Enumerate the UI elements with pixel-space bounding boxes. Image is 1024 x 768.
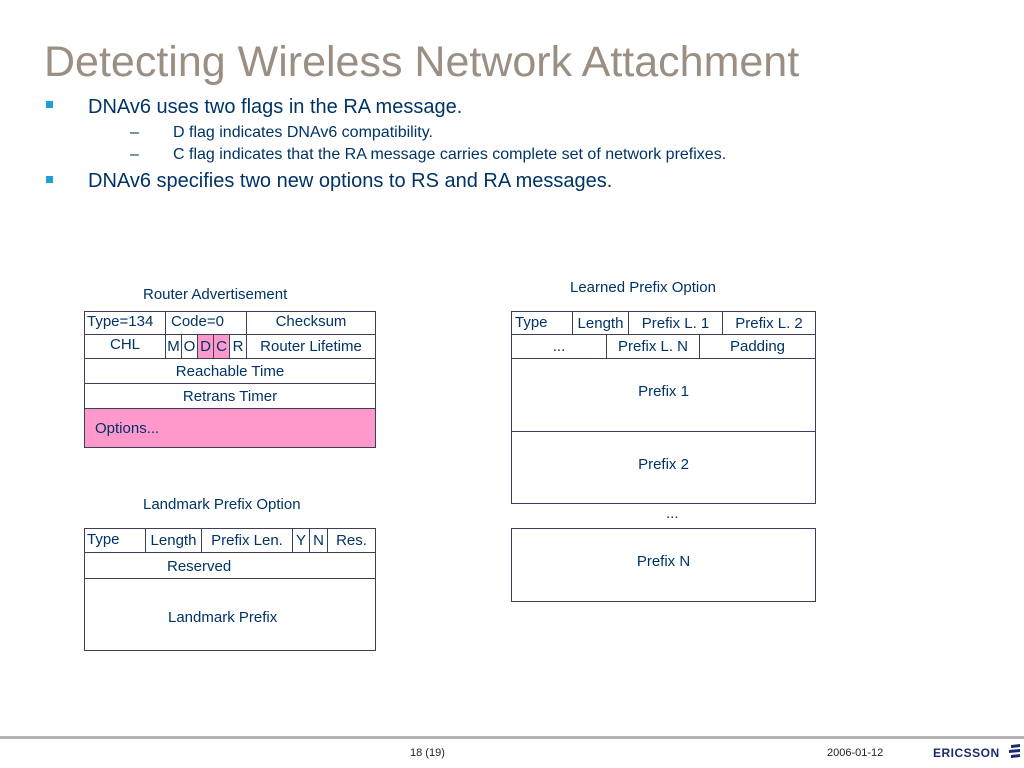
ra-lifetime: Router Lifetime	[246, 334, 376, 359]
learned-prefix-2: Prefix 2	[511, 431, 816, 504]
learned-prefix-1: Prefix 1	[511, 358, 816, 432]
learned-prefix-l2: Prefix L. 2	[722, 311, 816, 335]
footer-date: 2006-01-12	[827, 747, 884, 759]
slide-title: Detecting Wireless Network Attachment	[44, 38, 800, 86]
landmark-type: Type	[84, 528, 146, 553]
learned-padding: Padding	[699, 334, 816, 359]
ra-type: Type=134	[84, 311, 166, 335]
ra-checksum: Checksum	[246, 311, 376, 335]
bullet-2: DNAv6 specifies two new options to RS an…	[88, 170, 613, 192]
logo-text: ERICSSON	[933, 746, 1000, 760]
learned-prefix-n: Prefix N	[511, 528, 816, 602]
ra-code: Code=0	[165, 311, 247, 335]
ra-caption: Router Advertisement	[143, 286, 288, 303]
learned-length: Length	[572, 311, 629, 335]
ra-flag-r: R	[229, 334, 247, 359]
learned-ellipsis: ...	[666, 505, 679, 522]
landmark-prefix: Landmark Prefix	[84, 578, 376, 651]
ra-chl: CHL	[84, 334, 166, 359]
footer-divider	[0, 736, 1024, 739]
learned-prefix-l1: Prefix L. 1	[628, 311, 723, 335]
learned-type: Type	[511, 311, 573, 335]
bullet-marker	[46, 176, 53, 183]
ra-flag-m: M	[165, 334, 182, 359]
ericsson-mark-icon	[1008, 744, 1020, 758]
page-number: 18 (19)	[410, 747, 445, 759]
learned-caption: Learned Prefix Option	[570, 279, 716, 296]
bullet-marker	[46, 101, 53, 108]
sub-dash: –	[130, 124, 139, 141]
landmark-flag-y: Y	[292, 528, 310, 553]
ericsson-logo: ERICSSON	[933, 744, 1022, 760]
ra-reachable-time: Reachable Time	[84, 358, 376, 384]
ra-flag-c: C	[213, 334, 230, 359]
learned-prefix-ln: Prefix L. N	[606, 334, 700, 359]
landmark-caption: Landmark Prefix Option	[143, 496, 301, 513]
learned-dots: ...	[511, 334, 607, 359]
bullet-1: DNAv6 uses two flags in the RA message.	[88, 96, 463, 118]
sub-bullet-2: C flag indicates that the RA message car…	[173, 146, 727, 163]
sub-bullet-1: D flag indicates DNAv6 compatibility.	[173, 124, 433, 141]
ra-flag-d: D	[197, 334, 214, 359]
landmark-prefix-len: Prefix Len.	[201, 528, 293, 553]
landmark-length: Length	[145, 528, 202, 553]
landmark-res: Res.	[327, 528, 376, 553]
ra-options: Options...	[84, 408, 376, 448]
landmark-reserved: Reserved	[84, 552, 376, 579]
ra-flag-o: O	[181, 334, 198, 359]
landmark-flag-n: N	[309, 528, 328, 553]
ra-retrans-timer: Retrans Timer	[84, 383, 376, 409]
sub-dash: –	[130, 146, 139, 163]
